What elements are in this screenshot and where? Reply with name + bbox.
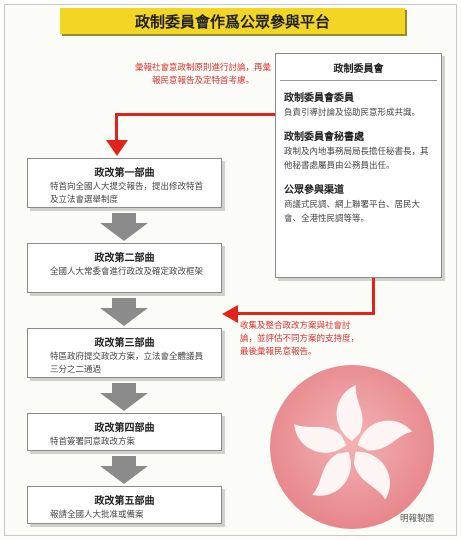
down-arrow-1-stem bbox=[112, 213, 136, 223]
down-arrow-3 bbox=[100, 393, 148, 411]
down-arrow-4-stem bbox=[112, 456, 136, 466]
step-5-head: 政改第五部曲 bbox=[94, 496, 155, 507]
step-2-body: 全國人大常委會進行政改及確定政改框架 bbox=[50, 267, 204, 277]
committee-members-text: 負責引導討論及協助民意形成共識。 bbox=[284, 108, 421, 118]
step-3-box: 政改第三部曲 特區政府提交政改方案，立法會全體議員三分之二通過 bbox=[27, 328, 222, 378]
credit-text: 明報製圖 bbox=[400, 514, 435, 524]
step-3-head: 政改第三部曲 bbox=[94, 338, 155, 349]
step-2-head: 政改第二部曲 bbox=[94, 253, 155, 264]
step-2-box: 政改第二部曲 全國人大常委會進行政改及確定政改框架 bbox=[27, 243, 222, 293]
red-line-top-vertical bbox=[115, 113, 118, 143]
red-arrowhead-to-step-3 bbox=[222, 305, 238, 323]
down-arrow-3-stem bbox=[112, 383, 136, 393]
step-1-head: 政改第一部曲 bbox=[94, 168, 155, 179]
down-arrow-1 bbox=[100, 223, 148, 241]
secretariat-head: 政制委員會秘書處 bbox=[284, 132, 364, 143]
committee-panel: 政制委員會 政制委員會委員 負責引導討論及協助民意形成共識。 政制委員會秘書處 … bbox=[275, 53, 442, 278]
red-line-bottom-vertical bbox=[372, 278, 375, 315]
step-1-body: 特首向全國人大提交報告，提出修改特首及立法會選舉制度 bbox=[50, 182, 204, 205]
red-arrowhead-to-step-1 bbox=[106, 140, 128, 156]
step-4-head: 政改第四部曲 bbox=[94, 423, 155, 434]
down-arrow-2 bbox=[100, 308, 148, 326]
step-4-body: 特首簽署同意政改方案 bbox=[50, 437, 136, 447]
red-line-top-horizontal bbox=[115, 113, 275, 116]
step-3-body: 特區政府提交政改方案，立法會全體議員三分之二通過 bbox=[50, 352, 204, 375]
red-line-bottom-horizontal bbox=[235, 312, 375, 315]
committee-panel-title: 政制委員會 bbox=[280, 54, 437, 81]
step-5-body: 報請全國人大批准或備案 bbox=[50, 510, 144, 520]
step-4-box: 政改第四部曲 特首簽署同意政改方案 bbox=[27, 413, 222, 451]
public-channels-text: 商議式民調、網上聯署平台、居民大會、全港性民調等等。 bbox=[284, 200, 421, 224]
note-top: 彙報社會意政制原則進行討論，再彙報民意報告及定特首考慮。 bbox=[134, 63, 271, 86]
secretariat-text: 政制及內地事務局局長擔任秘書長，其他秘書處屬員由公務員出任。 bbox=[284, 147, 429, 171]
step-1-box: 政改第一部曲 特首向全國人大提交報告，提出修改特首及立法會選舉制度 bbox=[27, 158, 222, 208]
down-arrow-2-stem bbox=[112, 298, 136, 308]
diagram-title: 政制委員會作爲公眾參與平台 bbox=[60, 8, 405, 34]
committee-members-head: 政制委員會委員 bbox=[284, 93, 354, 104]
step-5-box: 政改第五部曲 報請全國人大批准或備案 bbox=[27, 486, 222, 524]
public-channels-head: 公眾參與渠道 bbox=[284, 185, 344, 196]
note-bottom: 收集及整合政改方案與社會討論，並評估不同方案的支持度，最後彙報民意報告。 bbox=[240, 321, 360, 357]
down-arrow-4 bbox=[100, 466, 148, 484]
bauhinia-emblem-icon bbox=[270, 365, 434, 529]
